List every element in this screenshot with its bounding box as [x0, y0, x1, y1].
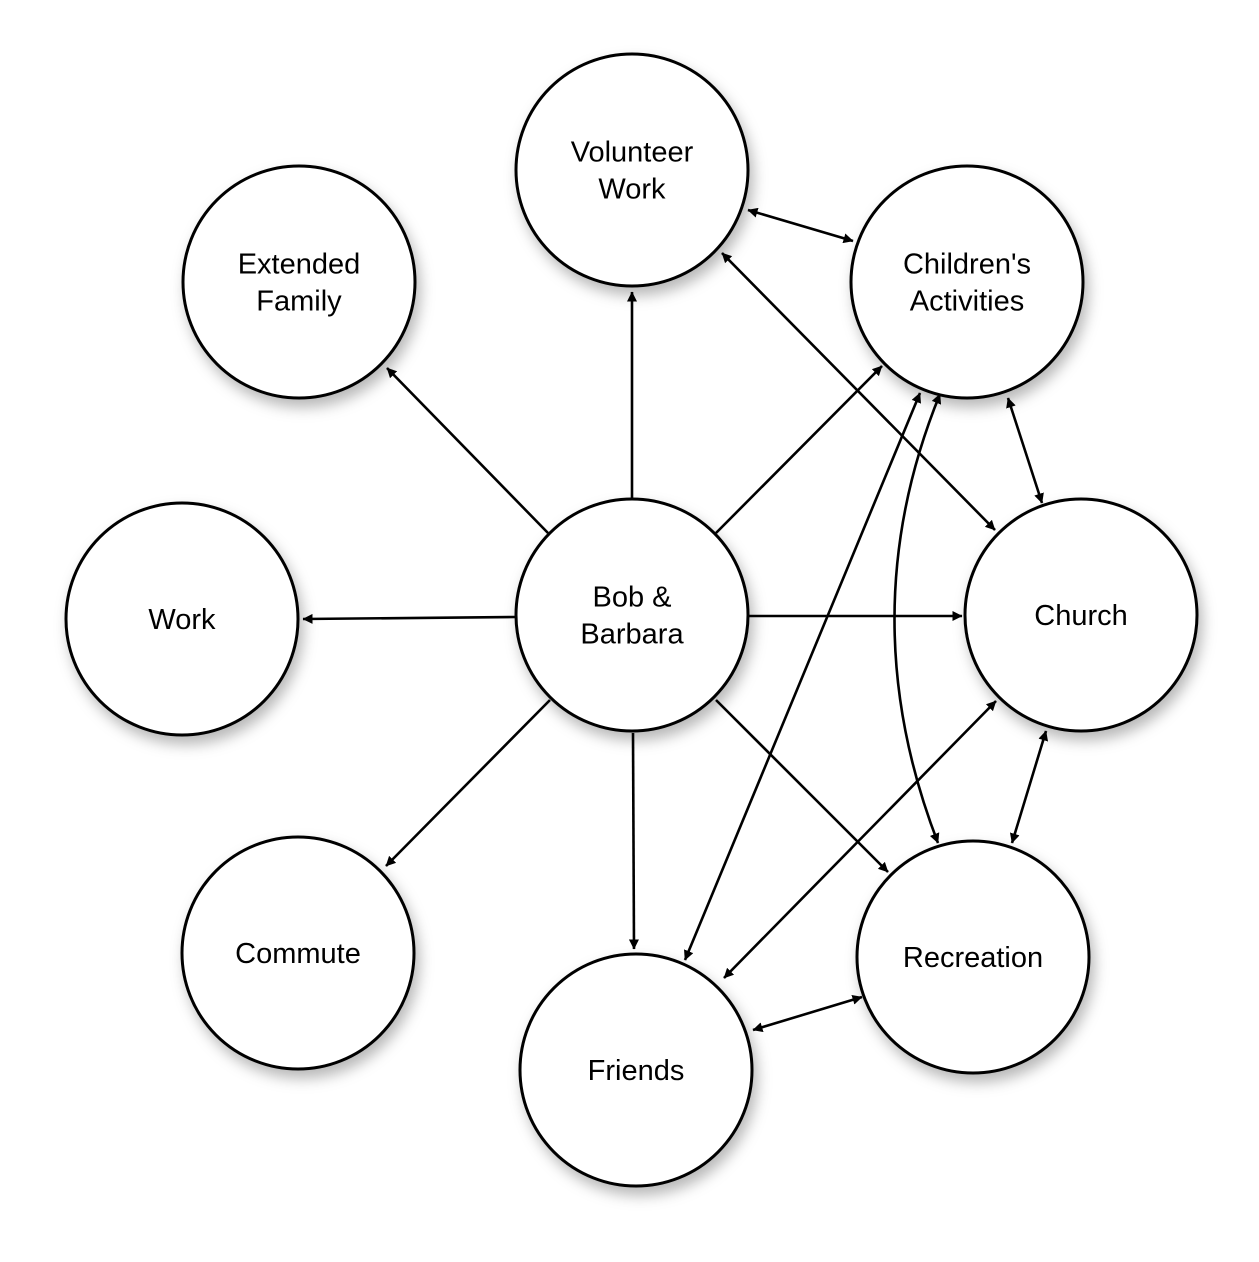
nodes-layer: Bob &BarbaraVolunteerWorkExtendedFamilyC…	[64, 52, 1199, 1188]
edge-center-work	[302, 613, 516, 624]
node-circle	[514, 52, 750, 288]
node-circle	[855, 839, 1091, 1075]
node-label: Extended	[238, 249, 361, 281]
node-label: Recreation	[903, 942, 1043, 974]
node-recreation: Recreation	[855, 839, 1091, 1075]
node-church: Church	[963, 497, 1199, 733]
node-label: Activities	[910, 286, 1024, 318]
edge-volunteer-church	[721, 252, 996, 531]
node-label: Friends	[588, 1055, 685, 1087]
node-label: Barbara	[580, 619, 684, 651]
edge-children-church	[1006, 397, 1044, 504]
node-label: Family	[256, 286, 342, 318]
node-label: Children's	[903, 249, 1031, 281]
node-friends: Friends	[518, 952, 754, 1188]
node-circle	[514, 497, 750, 733]
node-circle	[963, 497, 1199, 733]
edge-friends-recreation	[752, 994, 863, 1033]
node-circle	[180, 835, 416, 1071]
node-label: Commute	[235, 938, 361, 970]
node-center: Bob & Barbara	[514, 497, 750, 733]
node-circle	[64, 501, 300, 737]
edge-center-friends	[628, 732, 639, 950]
node-label: Volunteer	[571, 137, 694, 169]
edge-center-extended	[386, 367, 549, 534]
edge-church-friends	[723, 700, 997, 979]
edge-children-recreation	[893, 393, 942, 844]
edges-layer	[302, 207, 1049, 1033]
node-circle	[181, 164, 417, 400]
node-work: Work	[64, 501, 300, 737]
node-label: Bob &	[593, 582, 672, 614]
edge-center-commute	[385, 699, 551, 867]
node-label: Work	[598, 174, 666, 206]
node-label: Work	[148, 604, 216, 636]
node-commute: Commute	[180, 835, 416, 1071]
edge-volunteer-children	[747, 207, 854, 244]
edge-church-recreation	[1009, 730, 1049, 844]
node-circle	[518, 952, 754, 1188]
node-label: Church	[1034, 600, 1128, 632]
edge-center-recreation	[715, 699, 889, 873]
node-circle	[849, 164, 1085, 400]
